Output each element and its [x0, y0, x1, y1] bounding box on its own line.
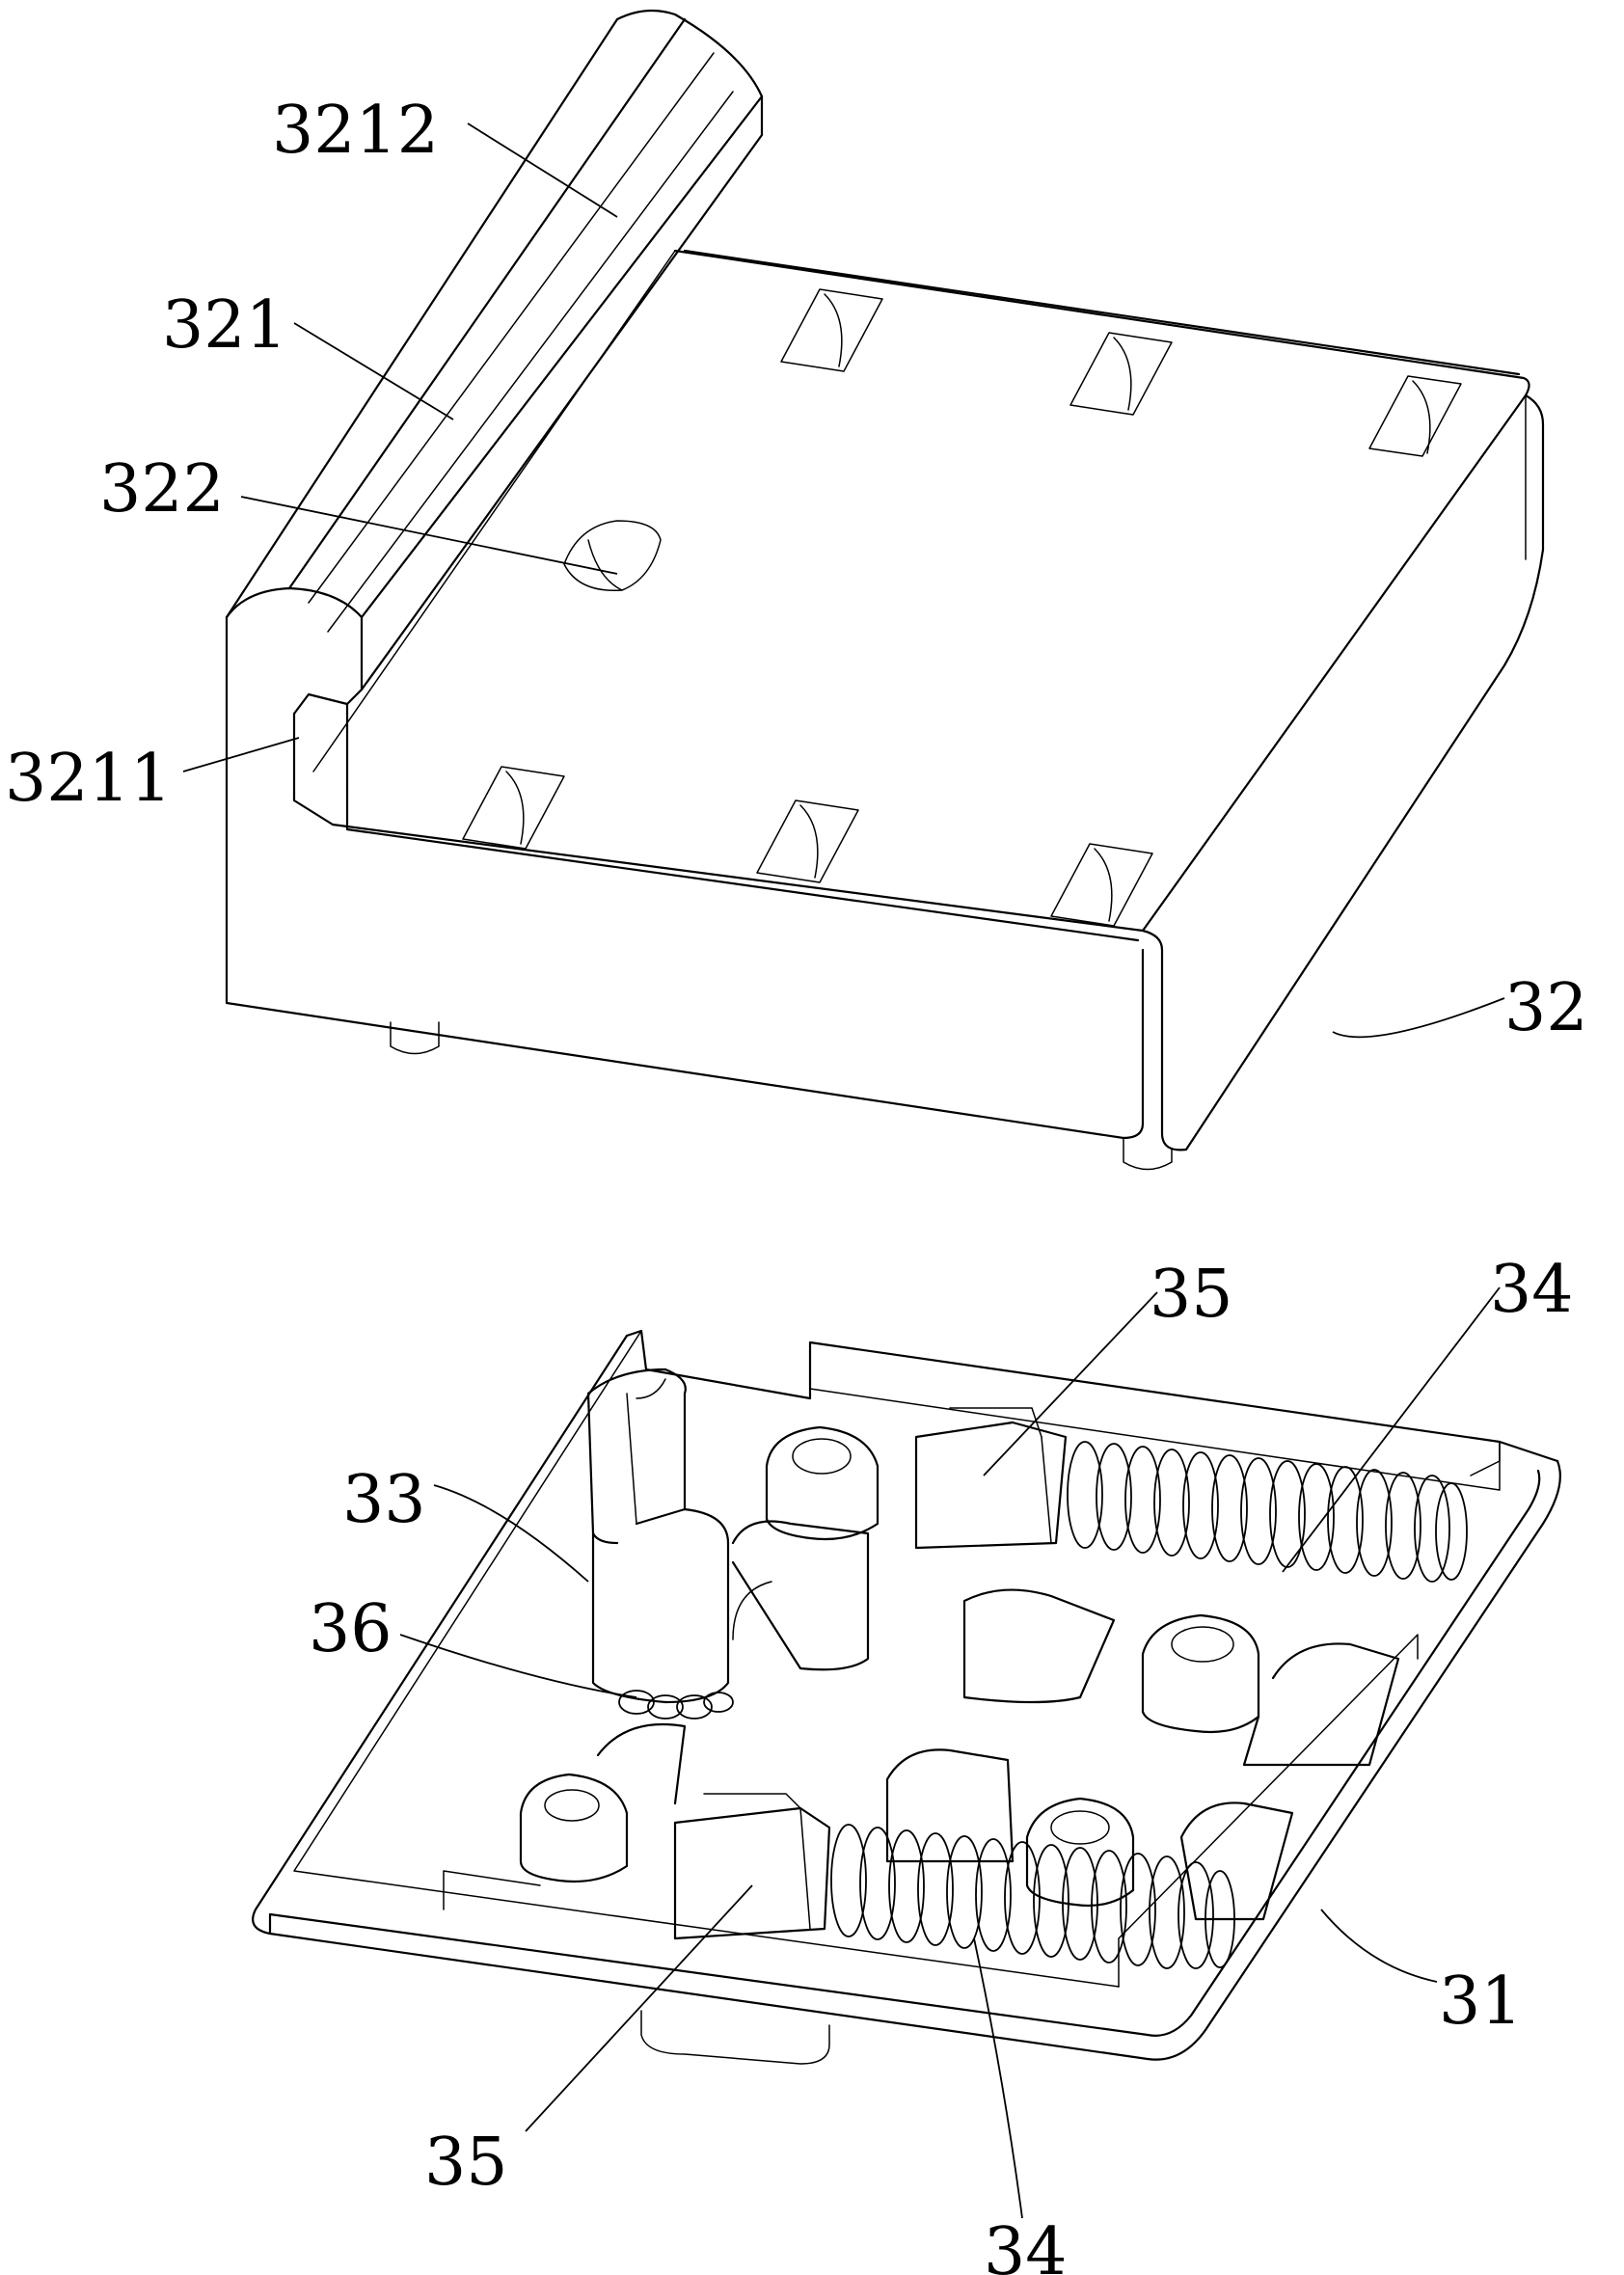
cover-slots [463, 289, 1461, 926]
leader-lines [183, 123, 1504, 2218]
base-part-31 [253, 1331, 1560, 2064]
label-35-lower: 35 [424, 2125, 508, 2201]
coil-spring-34-upper [1068, 1442, 1467, 1582]
reference-labels: 3212 321 322 3211 32 35 34 33 36 31 35 3… [5, 93, 1588, 2275]
label-3211: 3211 [5, 741, 172, 817]
label-34-lower: 34 [984, 2214, 1068, 2275]
label-3212: 3212 [272, 93, 439, 169]
cover-part-32 [227, 11, 1543, 1170]
label-33: 33 [342, 1462, 426, 1538]
label-321: 321 [162, 287, 287, 364]
slider-35-lower [675, 1794, 829, 1938]
spring-36 [619, 1691, 733, 1719]
post-33 [588, 1369, 728, 1702]
base-pillars [521, 1427, 1398, 1919]
hole-322 [564, 521, 661, 590]
label-31: 31 [1439, 1964, 1523, 2040]
label-34-upper: 34 [1490, 1252, 1574, 1328]
coil-spring-34-lower [831, 1825, 1234, 1968]
label-36: 36 [309, 1591, 392, 1667]
slider-35-upper [916, 1408, 1066, 1548]
label-35-upper: 35 [1150, 1257, 1233, 1333]
label-32: 32 [1504, 970, 1588, 1046]
label-322: 322 [99, 451, 225, 528]
